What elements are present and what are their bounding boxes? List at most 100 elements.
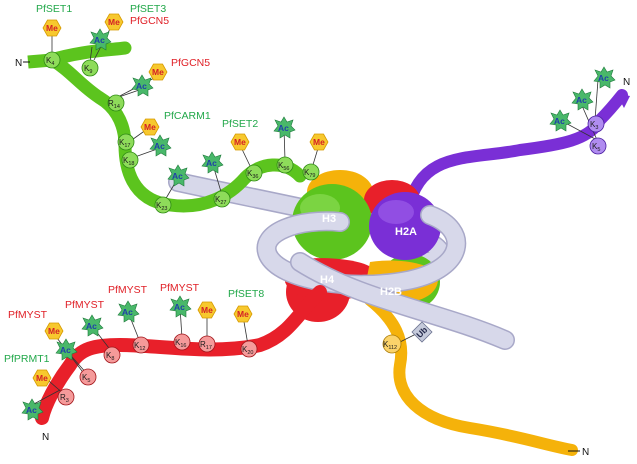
me-hexagon-icon: Me	[148, 63, 168, 81]
h4-residue-r17: R17	[198, 335, 216, 353]
h4-residue-k16: K16	[173, 333, 191, 351]
svg-text:K56: K56	[278, 161, 289, 172]
me-hexagon-icon: Me	[197, 301, 217, 319]
h3-residue-k36: K36	[245, 164, 263, 182]
svg-text:Ac: Ac	[206, 158, 217, 168]
me-hexagon-icon: Me	[32, 369, 52, 387]
svg-text:R14: R14	[108, 99, 120, 110]
h2b-n-terminus: N	[582, 447, 589, 458]
svg-text:Ac: Ac	[598, 73, 609, 83]
h2a-residue-k3: K3	[587, 115, 605, 133]
ac-starburst-icon: Ac	[81, 314, 104, 337]
svg-text:K3: K3	[590, 120, 598, 131]
enzyme-label-pfmyst-r3: PfMYST	[8, 309, 48, 321]
ac-starburst-icon: Ac	[21, 398, 44, 421]
h3-residue-k9: K9	[81, 59, 99, 77]
h2a-residue-k5: K5	[589, 137, 607, 155]
ub-diamond-icon: Ub	[411, 321, 433, 343]
ac-starburst-icon: Ac	[201, 151, 224, 174]
svg-text:Me: Me	[313, 137, 325, 147]
h2b-core-label: H2B	[380, 286, 402, 298]
ac-starburst-icon: Ac	[549, 109, 572, 132]
ac-starburst-icon: Ac	[149, 134, 172, 157]
h3-residue-k27: K27	[213, 190, 231, 208]
svg-text:K4: K4	[46, 56, 54, 67]
h2b-tail	[364, 294, 578, 456]
me-hexagon-icon: Me	[44, 322, 64, 340]
me-hexagon-icon: Me	[42, 19, 62, 37]
svg-text:Ac: Ac	[554, 116, 565, 126]
h2a-tail-tip	[616, 93, 630, 108]
svg-text:Me: Me	[144, 122, 156, 132]
h4-core-label: H4	[320, 274, 335, 286]
h3-residue-k17: K17	[117, 133, 135, 151]
svg-text:Ac: Ac	[94, 35, 105, 45]
svg-text:Me: Me	[201, 305, 213, 315]
svg-text:K8: K8	[106, 351, 114, 362]
h3-n-terminus: N	[15, 58, 22, 69]
svg-text:Ac: Ac	[122, 307, 133, 317]
h4-residue-k12: K12	[132, 336, 150, 354]
svg-text:K23: K23	[156, 201, 167, 212]
svg-text:Me: Me	[152, 67, 164, 77]
svg-text:K16: K16	[175, 338, 186, 349]
enzyme-label-pfset1: PfSET1	[36, 3, 72, 15]
svg-text:Ac: Ac	[278, 123, 289, 133]
ac-starburst-icon: Ac	[169, 295, 192, 318]
enzyme-label-pfset2: PfSET2	[222, 118, 258, 130]
ac-starburst-icon: Ac	[167, 164, 190, 187]
h3-core-label: H3	[322, 213, 336, 225]
ac-starburst-icon: Ac	[55, 338, 78, 361]
svg-text:Ac: Ac	[26, 405, 37, 415]
h3-residue-r14: R14	[107, 94, 125, 112]
svg-text:K18: K18	[123, 156, 134, 167]
ac-starburst-icon: Ac	[273, 116, 296, 139]
svg-text:Ac: Ac	[576, 95, 587, 105]
svg-text:Ac: Ac	[60, 345, 71, 355]
h4-residue-k5: K5	[79, 368, 97, 386]
enzyme-label-pfmyst-k12: PfMYST	[108, 284, 148, 296]
h3-residue-k56: K56	[276, 156, 294, 174]
svg-text:R17: R17	[200, 340, 212, 351]
h4-residue-k8: K8	[103, 346, 121, 364]
svg-text:K17: K17	[119, 138, 130, 149]
svg-text:K27: K27	[215, 195, 226, 206]
enzyme-label-pfset3: PfSET3	[130, 3, 166, 15]
svg-text:Me: Me	[234, 137, 246, 147]
enzyme-label-pfset8: PfSET8	[228, 288, 264, 300]
svg-text:K36: K36	[247, 169, 258, 180]
enzyme-label-pfmyst-k8: PfMYST	[65, 299, 105, 311]
h3-residue-k23: K23	[154, 196, 172, 214]
h2b-residue-k112: K112	[382, 334, 402, 354]
svg-text:Me: Me	[36, 373, 48, 383]
h4-residue-r3: R3	[57, 388, 75, 406]
h2a-tail	[402, 89, 628, 216]
ac-starburst-icon: Ac	[89, 28, 112, 51]
ac-starburst-icon: Ac	[593, 66, 616, 89]
svg-text:Ac: Ac	[154, 141, 165, 151]
h3-residue-k18: K18	[121, 151, 139, 169]
enzyme-label-pfgcn5-k9: PfGCN5	[130, 15, 169, 27]
me-hexagon-icon: Me	[309, 133, 329, 151]
ac-starburst-icon: Ac	[117, 300, 140, 323]
h3-residue-k79: K79	[302, 163, 320, 181]
h3-residue-k4: K4	[43, 51, 61, 69]
enzyme-label-pfcarm1: PfCARM1	[164, 110, 211, 122]
svg-text:K5: K5	[592, 142, 600, 153]
ac-starburst-icon: Ac	[571, 88, 594, 111]
h4-n-terminus: N	[42, 432, 49, 443]
me-hexagon-icon: Me	[104, 13, 124, 31]
ac-starburst-icon: Ac	[131, 74, 154, 97]
svg-text:Me: Me	[48, 326, 60, 336]
enzyme-label-pfgcn5-k14: PfGCN5	[171, 57, 210, 69]
svg-text:Me: Me	[237, 309, 249, 319]
svg-text:Ac: Ac	[172, 171, 183, 181]
svg-text:Me: Me	[46, 23, 58, 33]
h4-residue-k20: K20	[240, 340, 258, 358]
svg-text:K9: K9	[84, 64, 92, 75]
svg-text:K79: K79	[304, 168, 315, 179]
me-hexagon-icon: Me	[140, 118, 160, 136]
h2a-core-label: H2A	[395, 226, 417, 238]
